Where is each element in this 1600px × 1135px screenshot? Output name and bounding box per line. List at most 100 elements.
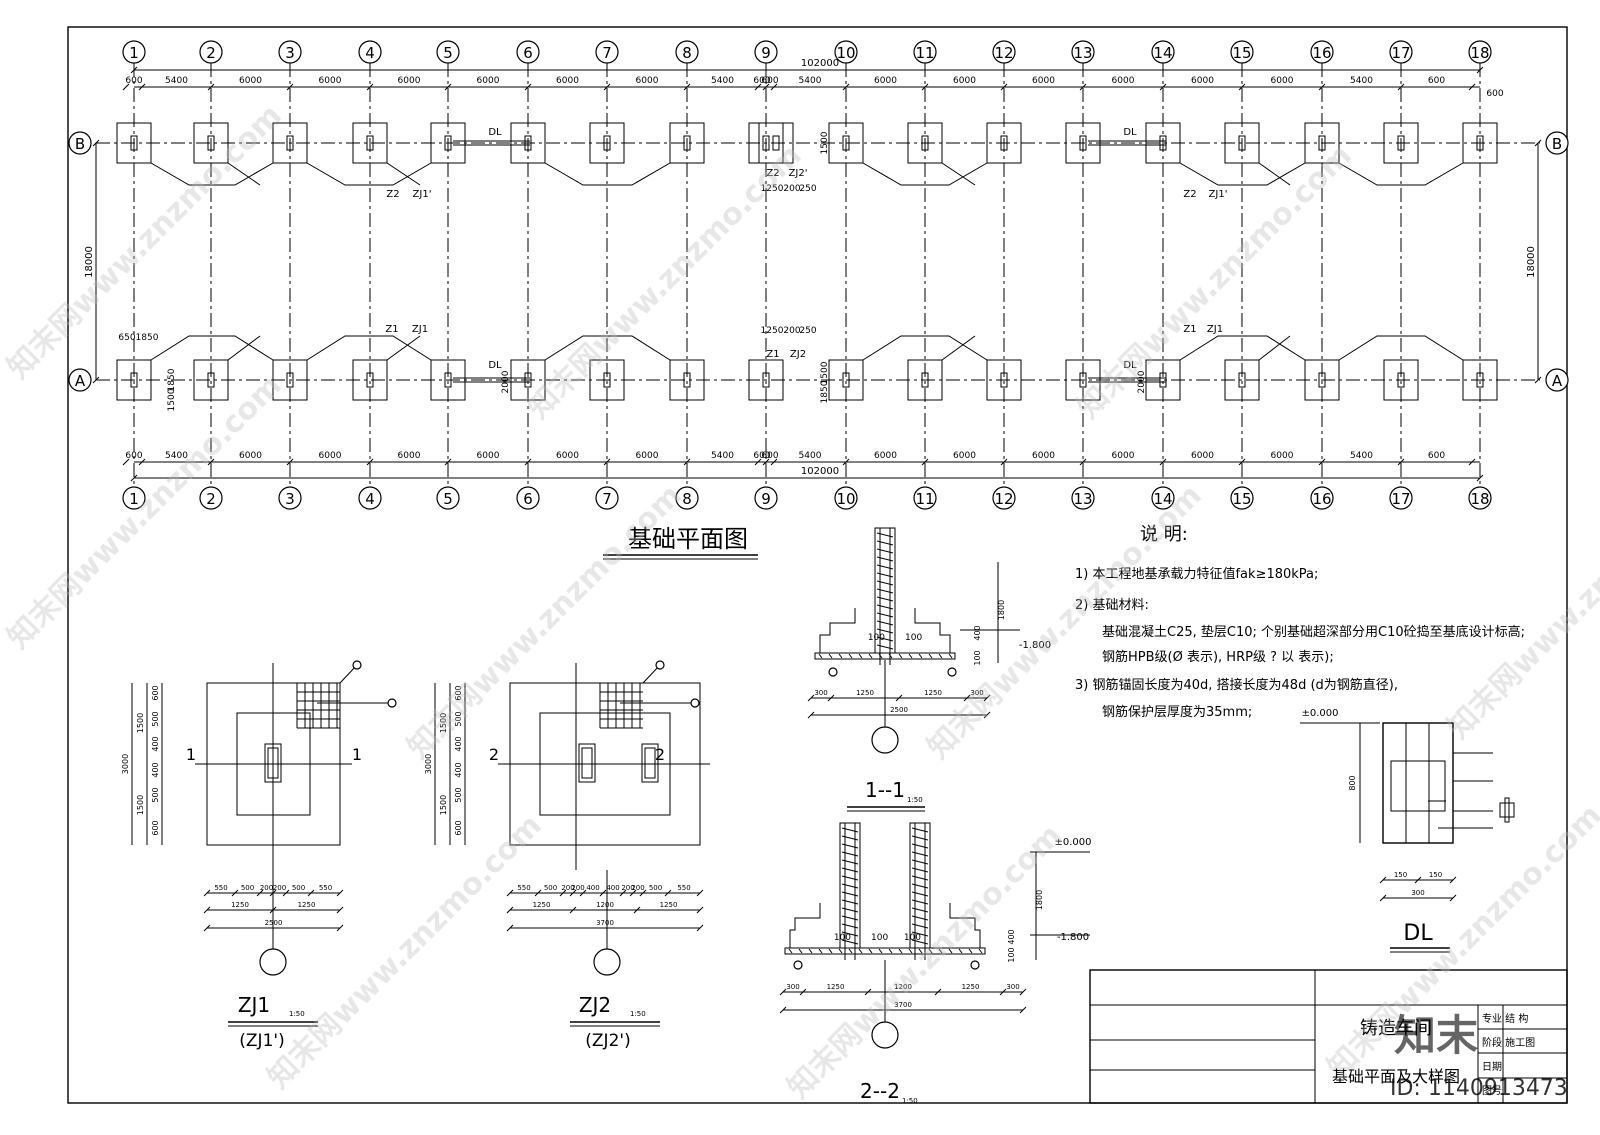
zj2-scale: 1:50 xyxy=(630,1010,646,1018)
stirrup xyxy=(876,588,894,594)
dim-250: 250 xyxy=(799,326,816,336)
dl-title: DL xyxy=(1403,921,1433,946)
dim-tick xyxy=(130,66,138,74)
notes-heading: 说 明: xyxy=(1140,524,1188,545)
grid-label-bottom: 4 xyxy=(365,490,375,508)
grid-bubble-bottom xyxy=(1468,486,1492,510)
dim-h: 300 xyxy=(786,983,799,991)
dim-vt: 3000 xyxy=(121,754,130,774)
footing xyxy=(669,359,705,401)
dim-1800: 1800 xyxy=(997,600,1006,620)
dim-v2: 1500 xyxy=(136,795,145,815)
label-zj1: ZJ1 xyxy=(412,324,428,335)
dim-h: 200 xyxy=(621,884,634,892)
dim-v: 400 xyxy=(151,736,160,751)
footing xyxy=(1065,122,1101,164)
column-stub xyxy=(921,372,929,388)
dim-tick xyxy=(754,458,762,466)
column-stub xyxy=(1318,372,1326,388)
dim-h: 1250 xyxy=(962,983,980,991)
grid-label-bottom: 15 xyxy=(1232,490,1251,508)
stirrup xyxy=(876,572,894,578)
detail-bubble xyxy=(871,1021,899,1049)
grid-bubble-top xyxy=(516,40,540,64)
footing-outline xyxy=(116,359,152,401)
note-3b: 钢筋保护层厚度为35mm; xyxy=(1102,704,1252,720)
grid-bubble-bottom xyxy=(358,486,382,510)
grid-label-top: 1 xyxy=(129,44,139,62)
footing xyxy=(669,122,705,164)
grid-bubble-top xyxy=(595,40,619,64)
section-detail xyxy=(814,527,956,665)
section-11-scale: 1:50 xyxy=(907,796,923,804)
column-stub xyxy=(444,135,452,151)
tb-row-2: 阶段 施工图 xyxy=(1482,1036,1535,1049)
watermark: 知末网www.znzmo.com 知末网www.znzmo.com 知末网www… xyxy=(1,98,1600,1106)
grid-label-top: 10 xyxy=(836,44,855,62)
dim-tick xyxy=(122,83,130,91)
dim-tick xyxy=(1318,83,1326,91)
column-stub xyxy=(524,372,532,388)
label-dl: DL xyxy=(1123,360,1137,371)
grid-label-bottom: 17 xyxy=(1391,490,1410,508)
dim-1250: 1250 xyxy=(761,184,784,194)
elev-text: -1.800 xyxy=(1057,932,1089,943)
footing xyxy=(510,359,546,401)
dim-tick xyxy=(1159,458,1167,466)
dim-v: 500 xyxy=(454,711,463,726)
note-1: 1) 本工程地基承载力特征值fak≥180kPa; xyxy=(1075,566,1318,582)
blinding-hatch xyxy=(828,948,833,954)
stirrup xyxy=(876,540,894,546)
blinding-hatch xyxy=(948,653,953,659)
dim-h: 400 xyxy=(586,884,599,892)
blinding-hatch xyxy=(858,948,863,954)
footing-outline xyxy=(193,359,229,401)
footing-outline xyxy=(1304,122,1340,164)
footing-outline xyxy=(589,359,625,401)
grid-label-bottom: 9 xyxy=(761,490,771,508)
dim-h: 3700 xyxy=(894,1001,912,1009)
column-stub xyxy=(1238,135,1246,151)
section-mark: 1 xyxy=(352,745,362,764)
dim-tick xyxy=(92,139,100,147)
column-outline xyxy=(578,743,596,783)
grid-bubble-bottom xyxy=(595,486,619,510)
footing-outline xyxy=(758,122,794,164)
grid-bubble-top xyxy=(1310,40,1334,64)
blinding-hatch xyxy=(898,948,903,954)
watermark-text: 知末网www.znzmo.com xyxy=(1071,138,1359,426)
column-stub xyxy=(1000,372,1008,388)
dim-h: 2500 xyxy=(890,706,908,714)
spacing-bottom: 6000 xyxy=(1032,451,1055,461)
spacing-bottom: 6000 xyxy=(636,451,659,461)
section-mark: 1 xyxy=(186,745,196,764)
dim-h: 550 xyxy=(677,884,690,892)
dim-h: 500 xyxy=(241,884,254,892)
label-dl: DL xyxy=(1123,127,1137,138)
spacing-top: 6000 xyxy=(1112,76,1135,86)
grid-label-top: 8 xyxy=(682,44,692,62)
section-22-scale: 1:50 xyxy=(902,1097,918,1105)
dim-1500: 1500 xyxy=(820,131,830,154)
dim-v: 500 xyxy=(151,787,160,802)
zj1-scale: 1:50 xyxy=(289,1010,305,1018)
dim-100: 100 xyxy=(834,933,851,943)
column-stub xyxy=(207,372,215,388)
dim-tick xyxy=(1476,474,1484,482)
label-z2: Z2 xyxy=(766,168,779,179)
column-stub xyxy=(286,135,294,151)
sheet-border xyxy=(67,26,1568,1104)
spacing-bottom: 6000 xyxy=(874,451,897,461)
dim-tick xyxy=(138,458,146,466)
column-stub xyxy=(683,135,691,151)
footing-link xyxy=(1258,162,1291,186)
grid-bubble-bottom xyxy=(992,486,1016,510)
dim-v: 500 xyxy=(151,711,160,726)
watermark-text: 知末网www.znzmo.com xyxy=(1,368,289,656)
spacing-bottom: 6000 xyxy=(556,451,579,461)
blinding-hatch xyxy=(948,948,953,954)
spacing-top: 6000 xyxy=(874,76,897,86)
dim-tick xyxy=(603,83,611,91)
footing xyxy=(907,122,943,164)
